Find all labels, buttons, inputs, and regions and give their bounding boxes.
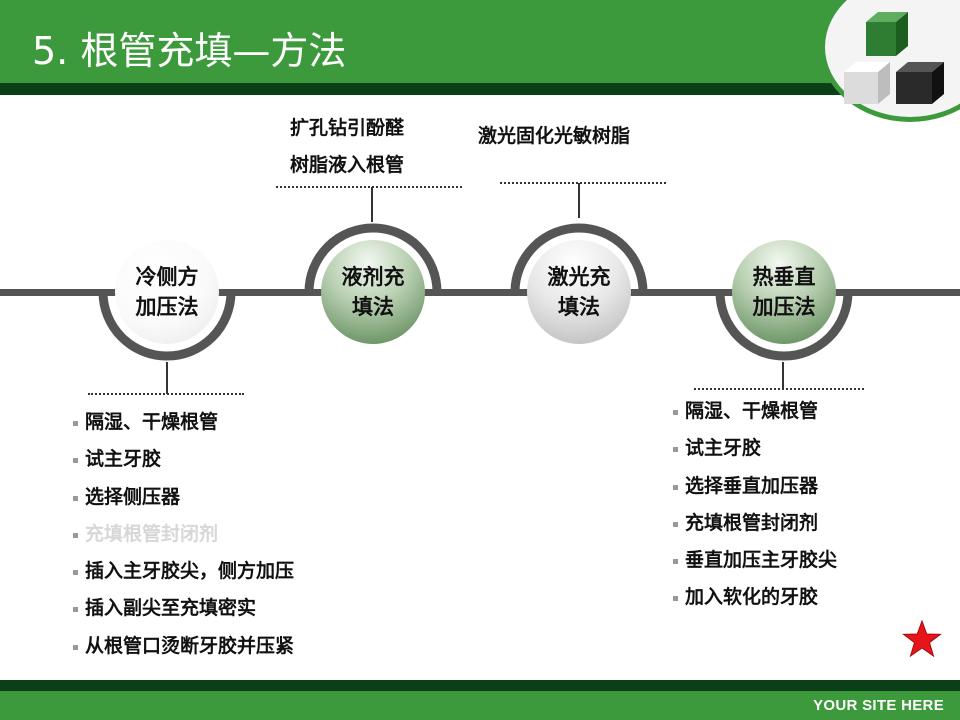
footer-divider (0, 680, 960, 691)
note-laser-leader (578, 183, 580, 218)
note-liquid-divider (276, 186, 462, 188)
timeline-track (0, 289, 960, 296)
arc-liquid (304, 223, 442, 293)
note-laser-divider (500, 182, 666, 184)
method-node-liquid: 液剂充 填法 (321, 240, 425, 344)
list-item-faded: 充填根管封闭剂 (73, 516, 294, 553)
note-liquid-line1: 扩孔钻引酚醛 (290, 117, 405, 139)
lateral-leader (166, 362, 168, 394)
lateral-steps-list: 隔湿、干燥根管 试主牙胶 选择侧压器 充填根管封闭剂 插入主牙胶尖，侧方加压 插… (73, 404, 294, 665)
method-node-lateral: 冷侧方 加压法 (115, 240, 219, 344)
list-item: 充填根管封闭剂 (673, 505, 837, 542)
list-item: 从根管口烫断牙胶并压紧 (73, 628, 294, 665)
note-liquid-leader (371, 187, 373, 222)
header-bar (0, 0, 960, 83)
arc-vertical (715, 291, 853, 361)
list-item: 选择侧压器 (73, 479, 294, 516)
header-divider (0, 83, 960, 95)
arc-laser (510, 223, 648, 293)
list-item: 隔湿、干燥根管 (73, 404, 294, 441)
arc-lateral (98, 291, 236, 361)
page-title: 5. 根管充填—方法 (32, 29, 347, 73)
method-label: 冷侧方 加压法 (135, 264, 199, 319)
footer-site-text: YOUR SITE HERE (813, 697, 944, 714)
stacked-cubes-icon (844, 12, 944, 104)
list-item: 隔湿、干燥根管 (673, 393, 837, 430)
vertical-divider (694, 388, 864, 390)
lateral-divider (88, 393, 244, 395)
list-item: 试主牙胶 (673, 430, 837, 467)
list-item: 插入主牙胶尖，侧方加压 (73, 553, 294, 590)
method-node-laser: 激光充 填法 (527, 240, 631, 344)
list-item: 垂直加压主牙胶尖 (673, 542, 837, 579)
method-label: 液剂充 填法 (341, 264, 405, 319)
vertical-leader (782, 362, 784, 389)
list-item: 加入软化的牙胶 (673, 579, 837, 616)
note-liquid-line2: 树脂液入根管 (290, 154, 405, 176)
method-node-vertical: 热垂直 加压法 (732, 240, 836, 344)
note-laser: 激光固化光敏树脂 (478, 125, 631, 147)
vertical-steps-list: 隔湿、干燥根管 试主牙胶 选择垂直加压器 充填根管封闭剂 垂直加压主牙胶尖 加入… (673, 393, 837, 617)
list-item: 选择垂直加压器 (673, 468, 837, 505)
method-label: 热垂直 加压法 (752, 264, 816, 319)
footer-bar (0, 691, 960, 720)
list-item: 试主牙胶 (73, 441, 294, 478)
method-label: 激光充 填法 (547, 264, 611, 319)
star-icon (902, 620, 942, 658)
list-item: 插入副尖至充填密实 (73, 590, 294, 627)
